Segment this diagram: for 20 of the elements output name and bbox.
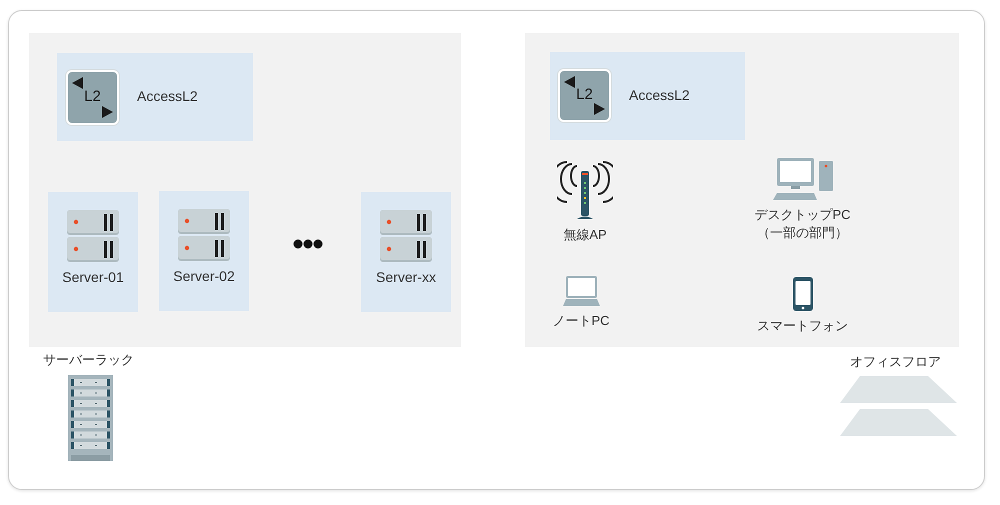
switch-tile bbox=[558, 69, 611, 122]
switch-tile bbox=[66, 70, 119, 125]
node-label: Server-02 bbox=[172, 267, 236, 285]
device-label: 無線AP bbox=[563, 226, 607, 244]
device-label: ノートPC bbox=[552, 312, 610, 330]
node-label: Server-01 bbox=[61, 268, 125, 286]
tile-label: L2 bbox=[575, 86, 594, 104]
device-label: デスクトップPC（一部の部門） bbox=[753, 206, 852, 242]
server-box bbox=[48, 192, 138, 312]
switch-box bbox=[550, 52, 745, 140]
server-box bbox=[159, 191, 249, 311]
node-label: AccessL2 bbox=[137, 87, 198, 105]
switch-box bbox=[57, 53, 253, 141]
server-box bbox=[361, 192, 451, 312]
zone-label: サーバーラック bbox=[43, 351, 134, 369]
node-label: Server-xx bbox=[375, 268, 437, 286]
tile-label: L2 bbox=[83, 88, 102, 106]
device-label: スマートフォン bbox=[757, 317, 848, 335]
zone-label: オフィスフロア bbox=[850, 353, 941, 371]
node-label: AccessL2 bbox=[629, 86, 690, 104]
